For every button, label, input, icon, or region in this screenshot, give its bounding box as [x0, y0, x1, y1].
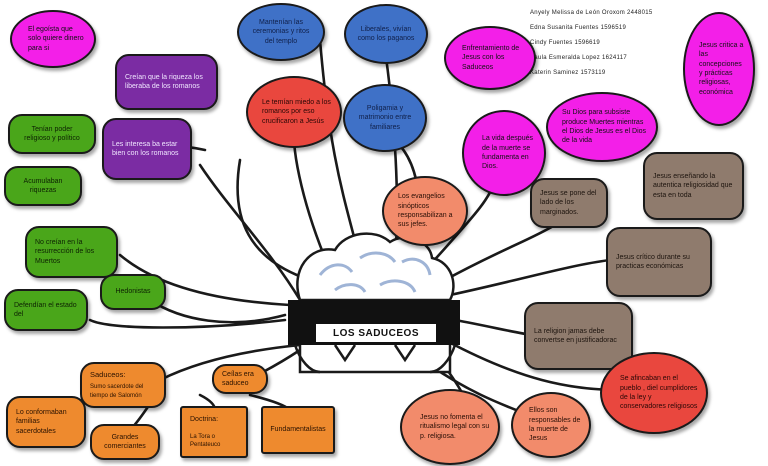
node-justificador: La religion jamas debe convertse en just…	[524, 302, 633, 370]
node-practicas-economicas: Jesus crítico durante su practicas econó…	[606, 227, 712, 297]
author-name: Anyely Melissa de León Oroxom 2448015	[530, 10, 653, 16]
saduceos-description: Sumo sacerdote del tiempo de Salomón	[90, 384, 144, 399]
connector-line	[236, 158, 312, 282]
node-dios: Su Dios para subsiste produce Muertes mi…	[546, 92, 658, 162]
node-marginados: Jesus se pone del lado de los marginados…	[530, 178, 608, 228]
doctrina-description: La Tora o Pentateuco	[190, 433, 221, 448]
node-saduceos: Saduceos: Sumo sacerdote del tiempo de S…	[80, 362, 166, 408]
author-name: Cindy Fuentes 1596619	[530, 40, 601, 46]
node-poder: Tenían poder religioso y político	[8, 114, 96, 154]
saduceos-label: Saduceos:	[90, 370, 126, 380]
node-afincaban: Se afincaban en el pueblo , diel cumplid…	[600, 352, 708, 434]
connector-line	[158, 343, 302, 382]
author-name: Edna Susanita Fuentes 1596519	[530, 25, 627, 31]
node-fundamentalistas: Fundamentalistas	[261, 406, 335, 454]
author-name: Paula Esmeralda Lopez 1624117	[530, 55, 627, 61]
node-autentica: Jesus enseñando la autentica religiosida…	[643, 152, 744, 220]
node-ceilas: Ceílas era saduceo	[212, 364, 268, 394]
node-riquezas: Acumulaban riquezas	[4, 166, 82, 206]
node-conformaban: Lo conformaban familias sacerdotales	[6, 396, 86, 448]
node-poligamia: Poligamia y matrimonio entre familiares	[343, 84, 427, 152]
node-egoista: El egoísta que solo quiere dinero para s…	[10, 10, 96, 68]
node-hedonistas: Hedonistas	[100, 274, 166, 310]
node-defendian: Defendían el estado del	[4, 289, 88, 331]
node-evangelios: Los evangelios sinópticos responsabiliza…	[382, 176, 468, 246]
node-responsables: Ellos son responsables de la muerte de J…	[511, 392, 591, 458]
node-paganos: Liberales, vivían como los paganos	[344, 4, 428, 64]
node-ceremonias: Mantenían las ceremonias y ritos del tem…	[237, 3, 325, 61]
node-vida-despues: La vida después de la muerte se fundamen…	[462, 110, 546, 196]
node-comerciantes: Grandes comerciantes	[90, 424, 160, 460]
connector-line	[448, 258, 612, 297]
node-resurreccion: No creían en la resurrección de los Muer…	[25, 226, 118, 278]
connector-line	[88, 318, 287, 329]
node-doctrina: Doctrina: La Tora o Pentateuco	[180, 406, 248, 458]
node-jesus-critica: Jesus critica a las concepciones y práct…	[683, 12, 755, 126]
connector-line	[118, 253, 292, 307]
connector-line	[443, 223, 557, 282]
author-list: Anyely Melissa de León Oroxom 2448015 Ed…	[530, 6, 653, 81]
doctrina-label: Doctrina:	[190, 416, 219, 424]
node-no-fomenta: Jesus no fomenta el ritualismo legal con…	[400, 389, 500, 465]
node-riqueza-romanos: Creían que la riqueza los liberaba de lo…	[115, 54, 218, 110]
node-interesa: Les interesa ba estar bien con los roman…	[102, 118, 192, 180]
node-enfrentamiento: Enfrentamiento de Jesus con los Saduceos	[444, 26, 536, 90]
page-title: LOS SADUCEOS	[332, 327, 419, 339]
title-banner: LOS SADUCEOS	[314, 322, 438, 344]
node-temian: Le temían miedo a los romanos por eso cr…	[246, 76, 342, 148]
connector-line	[198, 163, 302, 302]
author-name: Katerin Saminez 1573119	[530, 70, 606, 76]
